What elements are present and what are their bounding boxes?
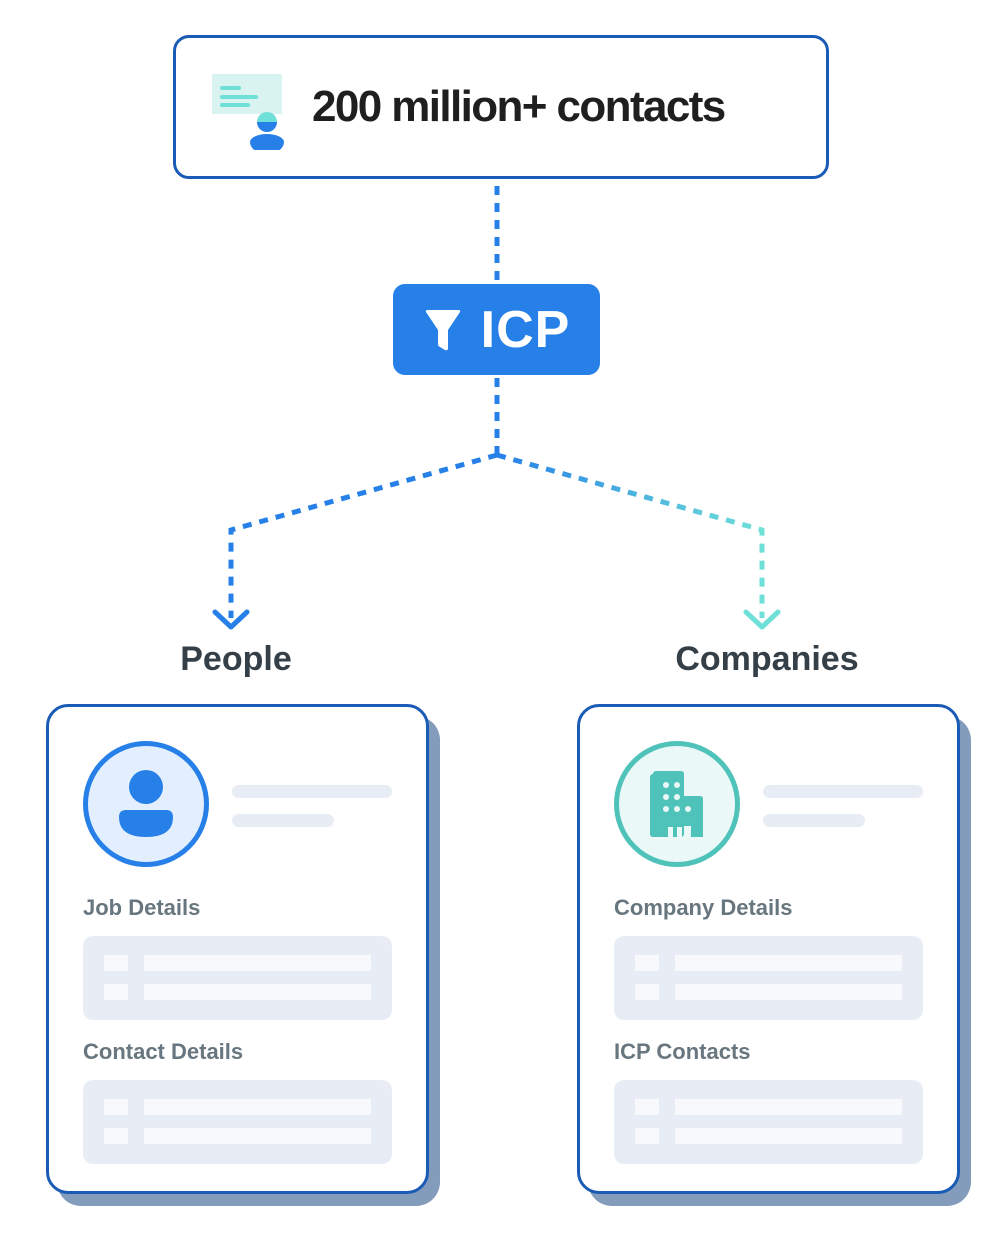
placeholder-value xyxy=(144,1099,371,1115)
icp-contacts-block xyxy=(614,1080,923,1164)
placeholder-value xyxy=(675,1128,902,1144)
placeholder-key xyxy=(104,955,128,971)
company-details-label: Company Details xyxy=(614,895,793,920)
placeholder-key xyxy=(635,984,659,1000)
placeholder-value xyxy=(144,984,371,1000)
contact-card-icon xyxy=(212,74,284,150)
contact-details-block xyxy=(83,1080,392,1164)
placeholder-value xyxy=(144,955,371,971)
connector-to-companies xyxy=(496,452,765,618)
arrow-down-icon-people xyxy=(212,609,250,630)
placeholder-value xyxy=(675,955,902,971)
placeholder-key xyxy=(104,1128,128,1144)
icp-label: ICP xyxy=(480,300,571,359)
connector-to-people xyxy=(228,452,498,618)
placeholder-key xyxy=(635,1099,659,1115)
contact-details-label: Contact Details xyxy=(83,1039,244,1064)
placeholder-value xyxy=(675,1099,902,1115)
placeholder-subtitle-line xyxy=(232,814,334,827)
companies-heading: Companies xyxy=(675,640,859,678)
companies-card[interactable]: Company Details ICP Contacts xyxy=(577,704,960,1194)
placeholder-subtitle-line xyxy=(763,814,865,827)
people-heading: People xyxy=(180,640,292,678)
company-details-block xyxy=(614,936,923,1020)
people-card[interactable]: Job Details Contact Details xyxy=(46,704,429,1194)
placeholder-name-line xyxy=(763,785,923,798)
person-avatar xyxy=(83,741,209,867)
contacts-headline: 200 million+ contacts xyxy=(312,82,726,131)
placeholder-key xyxy=(635,1128,659,1144)
company-avatar xyxy=(614,741,740,867)
placeholder-key xyxy=(635,955,659,971)
arrow-down-icon-companies xyxy=(743,609,781,630)
icp-contacts-label: ICP Contacts xyxy=(614,1039,751,1064)
placeholder-key xyxy=(104,984,128,1000)
job-details-label: Job Details xyxy=(83,895,201,920)
building-icon xyxy=(650,771,703,837)
placeholder-name-line xyxy=(232,785,392,798)
funnel-icon xyxy=(425,309,460,350)
icp-filter-badge[interactable]: ICP xyxy=(393,284,600,375)
contacts-source-box: 200 million+ contacts xyxy=(173,35,829,179)
placeholder-value xyxy=(144,1128,371,1144)
person-icon xyxy=(119,770,173,837)
job-details-block xyxy=(83,936,392,1020)
placeholder-value xyxy=(675,984,902,1000)
placeholder-key xyxy=(104,1099,128,1115)
